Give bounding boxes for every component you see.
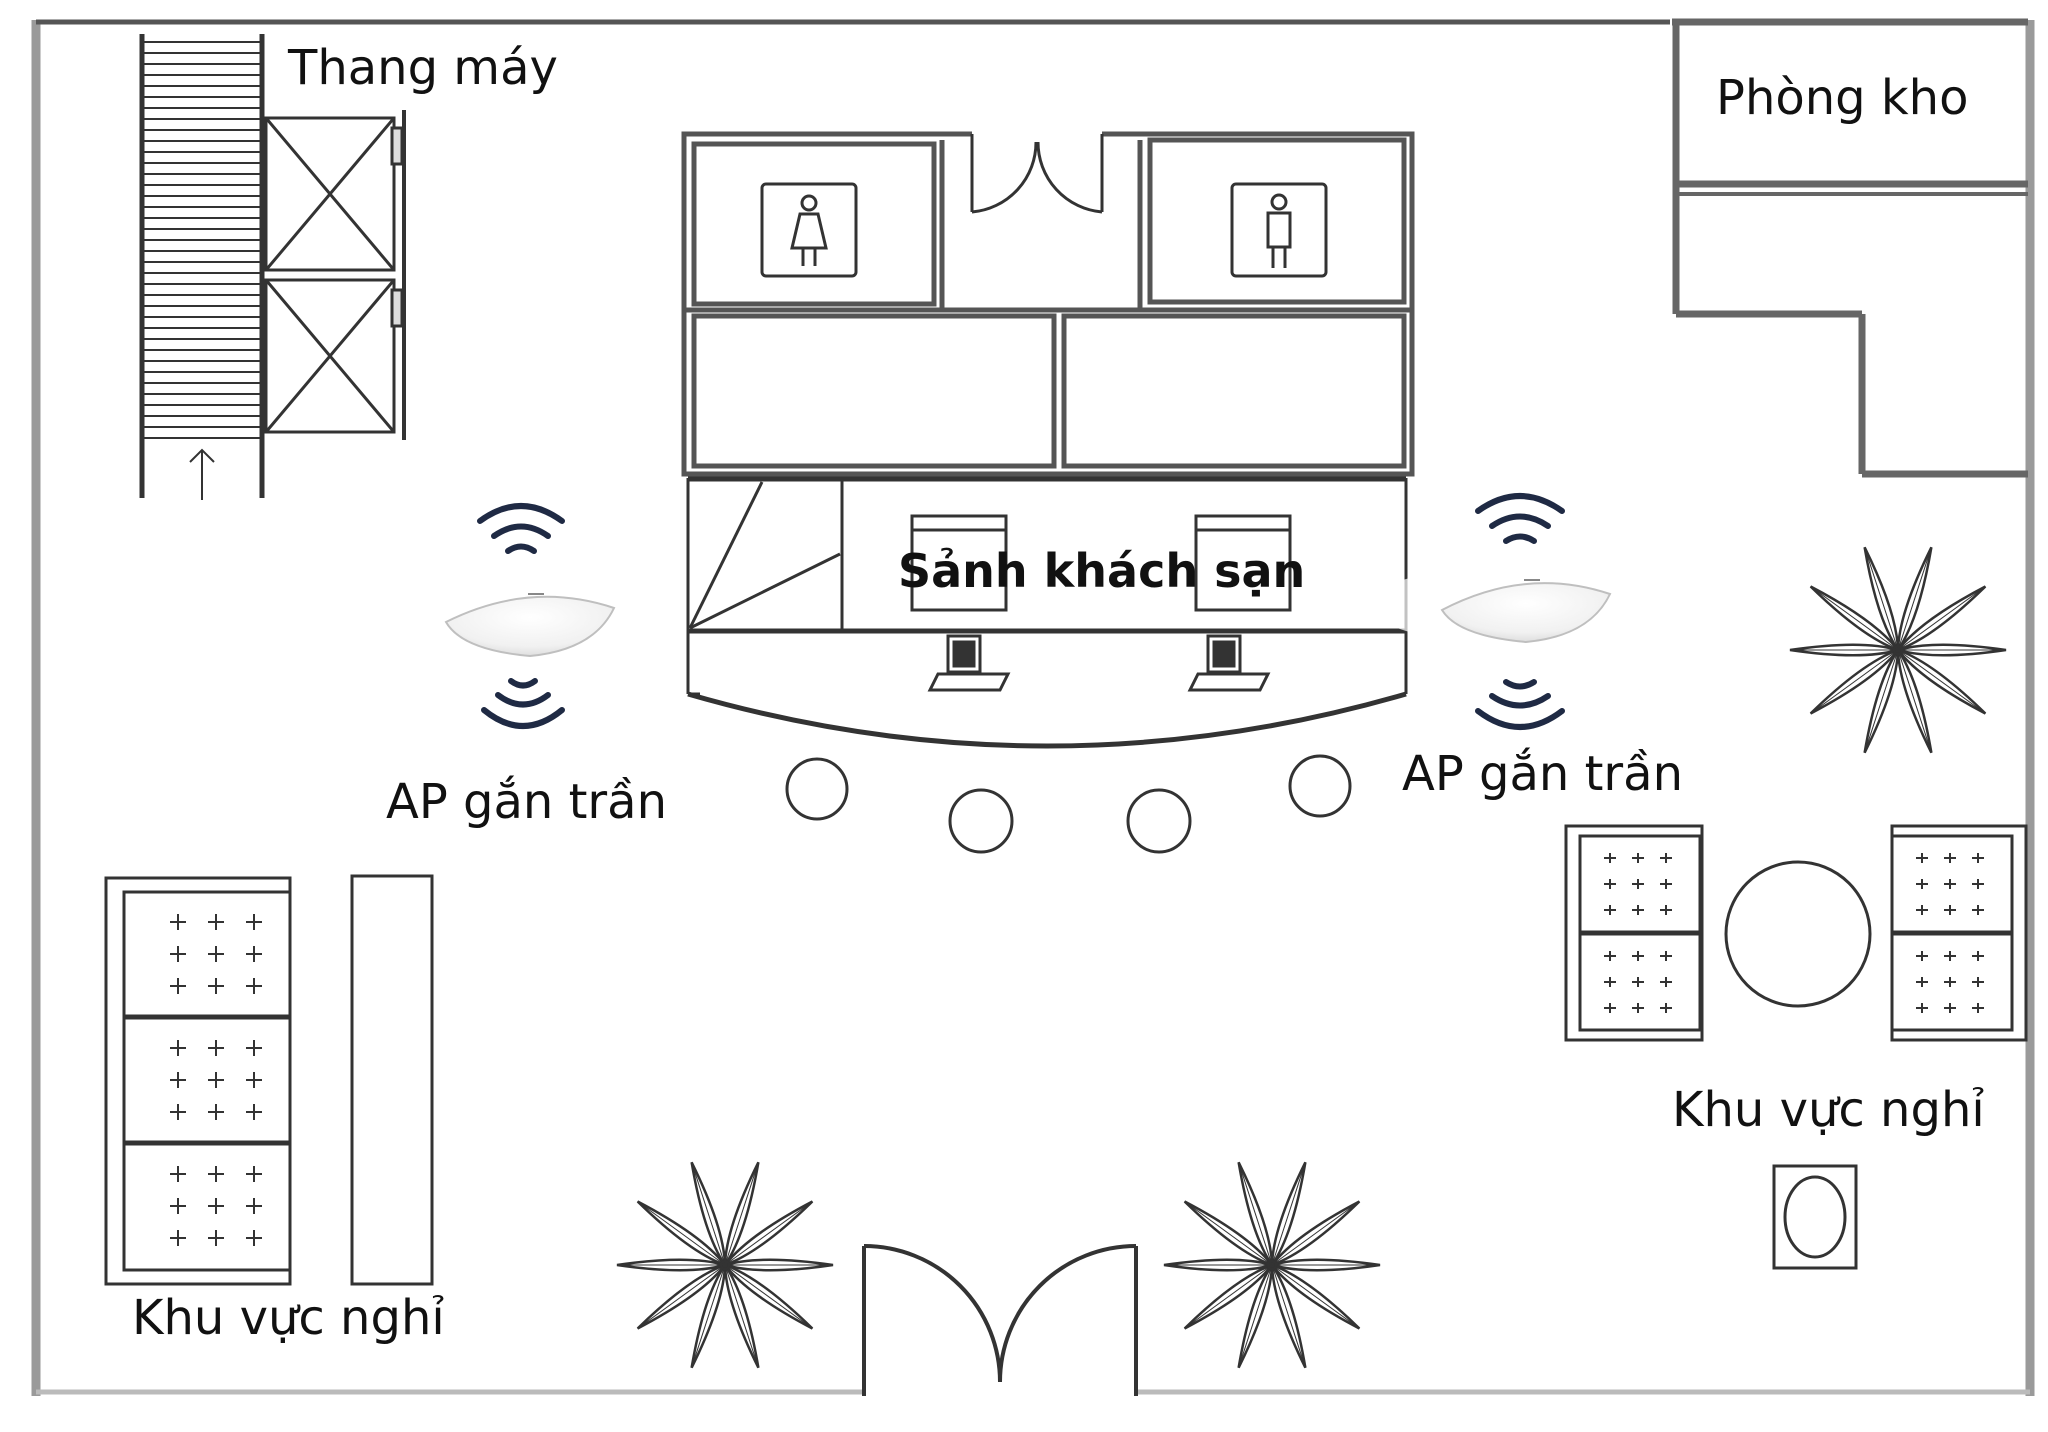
bar-stools	[785, 754, 1352, 854]
ceiling-access-point-icon	[370, 590, 670, 670]
rest-area-left-label: Khu vực nghỉ	[132, 1290, 445, 1346]
potted-plant-icon	[616, 1161, 834, 1369]
potted-plant-icon	[1163, 1161, 1381, 1369]
elevator-shafts	[264, 110, 406, 440]
male-restroom-icon	[1230, 182, 1328, 278]
wifi-signal-icon	[477, 503, 565, 729]
access-point-right-label: AP gắn trần	[1402, 746, 1683, 802]
staircase	[139, 34, 265, 500]
outer-walls	[31, 19, 2035, 1396]
rest-area-right-label: Khu vực nghỉ	[1672, 1082, 1985, 1138]
elevator-label: Thang máy	[288, 40, 558, 96]
entrance-doors	[862, 1244, 1138, 1396]
potted-plant-icon	[616, 546, 2007, 1369]
computer-icon	[927, 634, 1271, 692]
reception-desk	[686, 476, 1408, 749]
rest-area-right	[1564, 824, 2028, 1042]
storage-room-label: Phòng kho	[1716, 70, 1969, 126]
wifi-signal-icon	[1475, 493, 1565, 730]
female-restroom-icon	[760, 182, 858, 278]
potted-plant-icon	[1789, 546, 2007, 754]
side-table	[1772, 1164, 1858, 1270]
storage-room	[1672, 18, 2028, 478]
access-point-left-label: AP gắn trần	[386, 774, 667, 830]
rest-area-left	[104, 874, 434, 1286]
lobby-label: Sảnh khách sạn	[898, 544, 1306, 598]
restroom-door	[970, 130, 1104, 214]
ceiling-access-point-icon	[1370, 565, 1670, 645]
